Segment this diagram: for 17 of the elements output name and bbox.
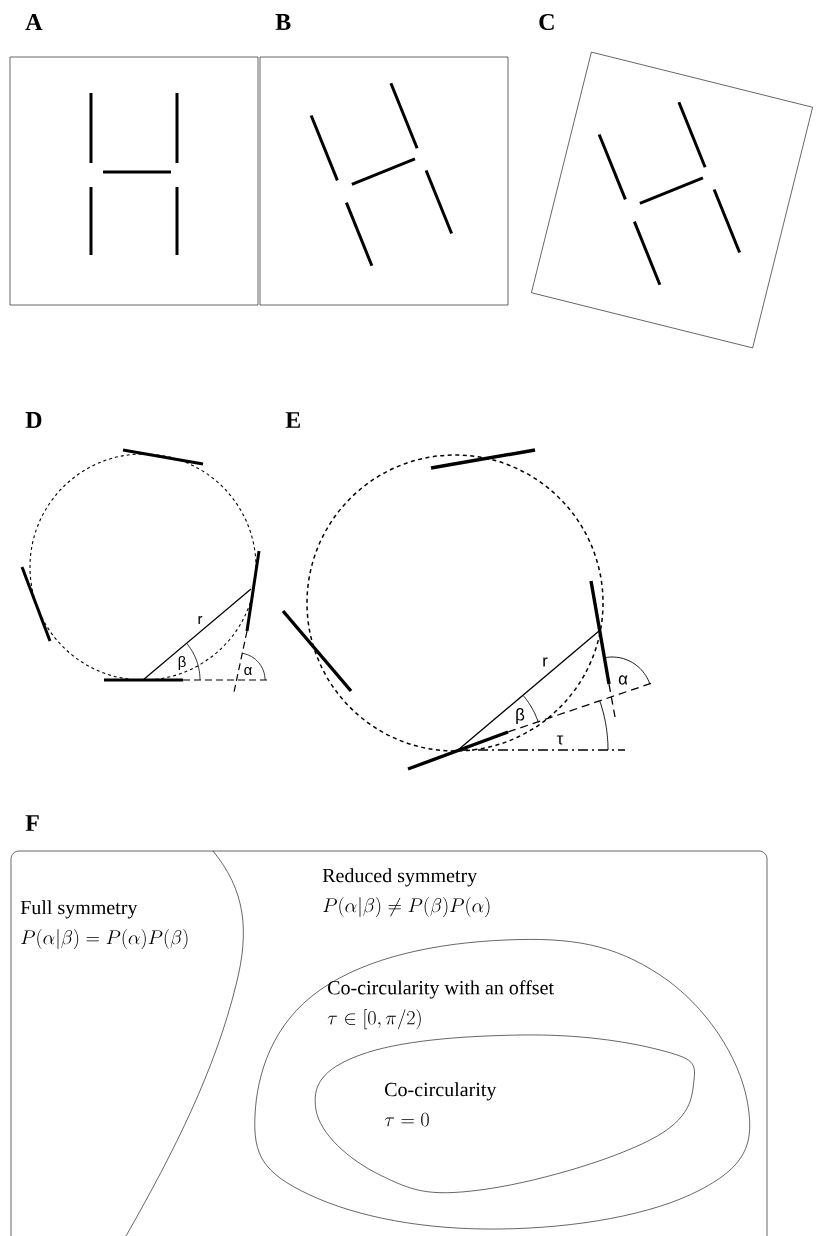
region-label: Reduced symmetry $P(\alpha|\beta) \neq P(\beta)P(\alpha)$ xyxy=(322,868,490,918)
angle-label: τ xyxy=(556,735,564,745)
panel-heading: E xyxy=(285,412,300,428)
angle-label: β xyxy=(516,708,525,724)
region-label: Co-circularity with an offset $\tau \in [0,\pi/2)$ xyxy=(327,980,554,1030)
angle-label: β xyxy=(178,656,186,670)
radius-label: r xyxy=(543,657,548,667)
panel-heading: D xyxy=(25,412,42,428)
angle-label: α xyxy=(618,675,628,685)
angle-label: α xyxy=(244,666,252,676)
region-label: Co-circularity $\tau = 0$ xyxy=(384,1082,497,1127)
region-label: Full symmetry $P(\alpha|\beta) = P(\alpha)P(\beta)$ xyxy=(20,900,188,950)
panel-heading: A xyxy=(25,14,43,30)
radius-label: r xyxy=(198,616,203,625)
panel-heading: F xyxy=(25,815,39,831)
panel-heading: B xyxy=(275,14,291,30)
panel-heading: C xyxy=(539,13,554,31)
